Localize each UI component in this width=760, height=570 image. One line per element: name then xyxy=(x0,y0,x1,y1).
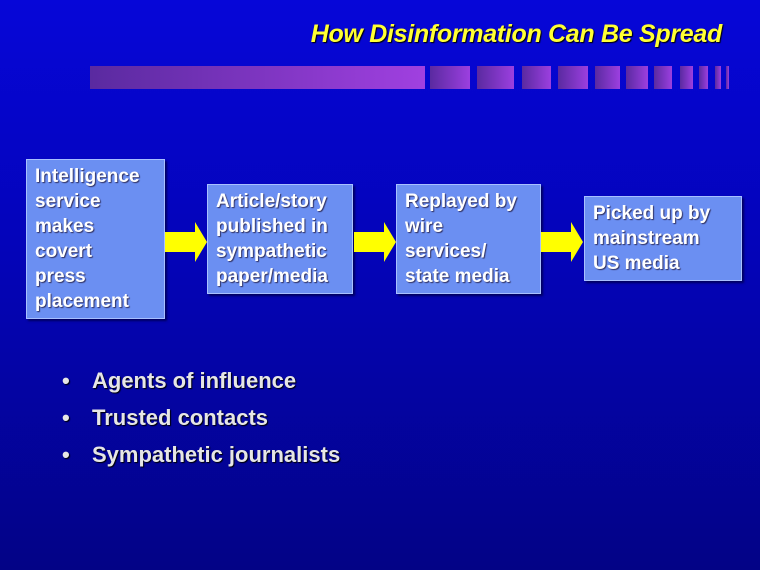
bar-segment xyxy=(680,66,693,89)
step-text: mainstream xyxy=(593,228,700,249)
bar-segment xyxy=(522,66,551,89)
bullet-item: •Sympathetic journalists xyxy=(62,442,341,467)
step-text: sympathetic xyxy=(216,241,327,262)
step-text: service xyxy=(35,191,101,212)
bullet-item: •Agents of influence xyxy=(62,368,297,393)
bar-segment xyxy=(477,66,514,89)
arrow-right-icon xyxy=(354,222,396,262)
step-text: published in xyxy=(216,216,328,237)
step-text: makes xyxy=(35,216,95,237)
bar-segment xyxy=(558,66,588,89)
step-text: placement xyxy=(35,291,129,312)
flow-step-4: Picked up by mainstream US media xyxy=(584,196,742,281)
step-text: paper/media xyxy=(216,266,328,287)
bar-segment xyxy=(726,66,729,89)
bullet-text: Sympathetic journalists xyxy=(92,442,341,467)
bar-main xyxy=(90,66,425,89)
bar-segment xyxy=(626,66,648,89)
flow-step-1: Intelligence service makes covert press … xyxy=(26,159,165,319)
step-text: wire xyxy=(405,216,444,237)
flow-step-2: Article/story published in sympathetic p… xyxy=(207,184,353,294)
step-text: Picked up by xyxy=(593,203,711,224)
bullet-list: •Agents of influence •Trusted contacts •… xyxy=(62,366,340,477)
step-text: US media xyxy=(593,253,680,274)
step-text: Article/story xyxy=(216,191,327,212)
bar-segment xyxy=(595,66,620,89)
slide-title: How Disinformation Can Be Spread xyxy=(310,20,723,48)
bar-segment xyxy=(430,66,470,89)
step-text: covert xyxy=(35,241,93,262)
flow-step-3: Replayed by wire services/ state media xyxy=(396,184,541,294)
bar-segment xyxy=(699,66,708,89)
step-text: state media xyxy=(405,266,510,287)
step-text: Replayed by xyxy=(405,191,517,212)
step-text: services/ xyxy=(405,241,487,262)
arrow-right-icon xyxy=(165,222,207,262)
bullet-text: Agents of influence xyxy=(92,368,297,393)
bar-segment xyxy=(654,66,672,89)
step-text: press xyxy=(35,266,86,287)
bar-segment xyxy=(715,66,721,89)
arrow-right-icon xyxy=(541,222,583,262)
bullet-text: Trusted contacts xyxy=(92,405,269,430)
step-text: Intelligence xyxy=(35,166,140,187)
bullet-item: •Trusted contacts xyxy=(62,405,269,430)
